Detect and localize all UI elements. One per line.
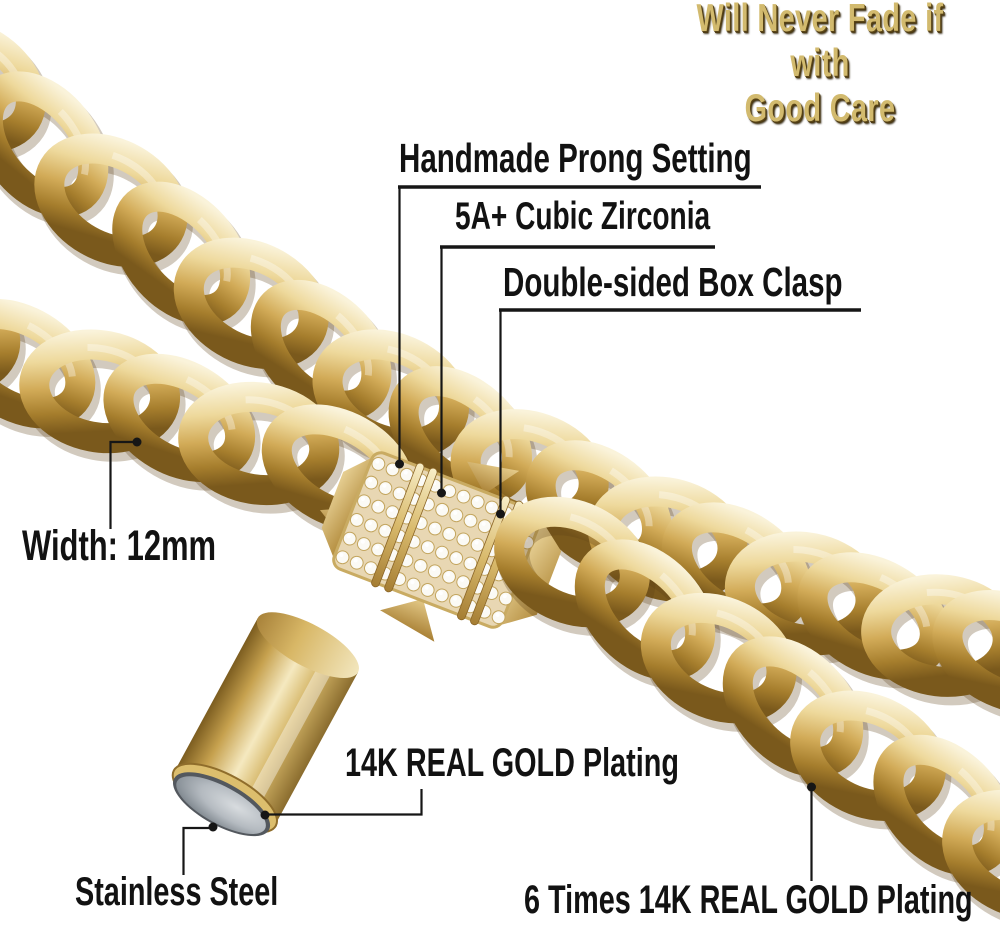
gold-chain-lower-band-right bbox=[494, 496, 1000, 925]
callout-dot-stainless-steel bbox=[208, 822, 218, 832]
steel-cap-face bbox=[176, 776, 266, 834]
callout-dot-chain-width bbox=[132, 437, 142, 447]
claim-line-1: Will Never Fade if with bbox=[696, 0, 944, 85]
label-chain-width: Width: 12mm bbox=[22, 522, 217, 570]
label-plating-layers: 6 Times 14K REAL GOLD Plating bbox=[524, 878, 973, 922]
tube-highlight bbox=[244, 656, 336, 812]
label-box-clasp: Double-sided Box Clasp bbox=[503, 259, 843, 305]
marketing-claim: Will Never Fade if with Good Care bbox=[672, 0, 968, 131]
callout-dot-prong-setting bbox=[395, 459, 404, 469]
steel-core-tube bbox=[171, 612, 359, 837]
callout-line-gold-plating bbox=[268, 789, 423, 816]
callout-dots bbox=[132, 437, 816, 832]
callout-line-chain-width bbox=[109, 440, 136, 529]
clasp-ridge bbox=[371, 462, 425, 588]
clasp-safety-tab-bottom bbox=[380, 598, 435, 642]
label-gold-plating: 14K REAL GOLD Plating bbox=[345, 741, 679, 785]
clasp-safety-tab-top bbox=[467, 461, 520, 495]
clasp-ridge bbox=[384, 467, 438, 593]
callout-line-stainless-steel bbox=[182, 826, 213, 875]
callout-dot-gold-plating bbox=[260, 810, 270, 820]
tube-gold-end bbox=[256, 612, 359, 679]
label-cubic-zirconia: 5A+ Cubic Zirconia bbox=[455, 195, 711, 238]
callout-lines bbox=[109, 185, 861, 881]
label-stainless-steel: Stainless Steel bbox=[75, 870, 279, 914]
pave-box-clasp bbox=[319, 451, 562, 642]
claim-line-2: Good Care bbox=[744, 87, 896, 130]
clasp-ridge bbox=[457, 495, 511, 621]
callout-dot-box-clasp bbox=[496, 509, 505, 519]
label-prong-setting: Handmade Prong Setting bbox=[399, 135, 752, 181]
callout-dot-plating-layers bbox=[807, 782, 816, 792]
callout-dot-cubic-zirconia bbox=[437, 488, 446, 498]
